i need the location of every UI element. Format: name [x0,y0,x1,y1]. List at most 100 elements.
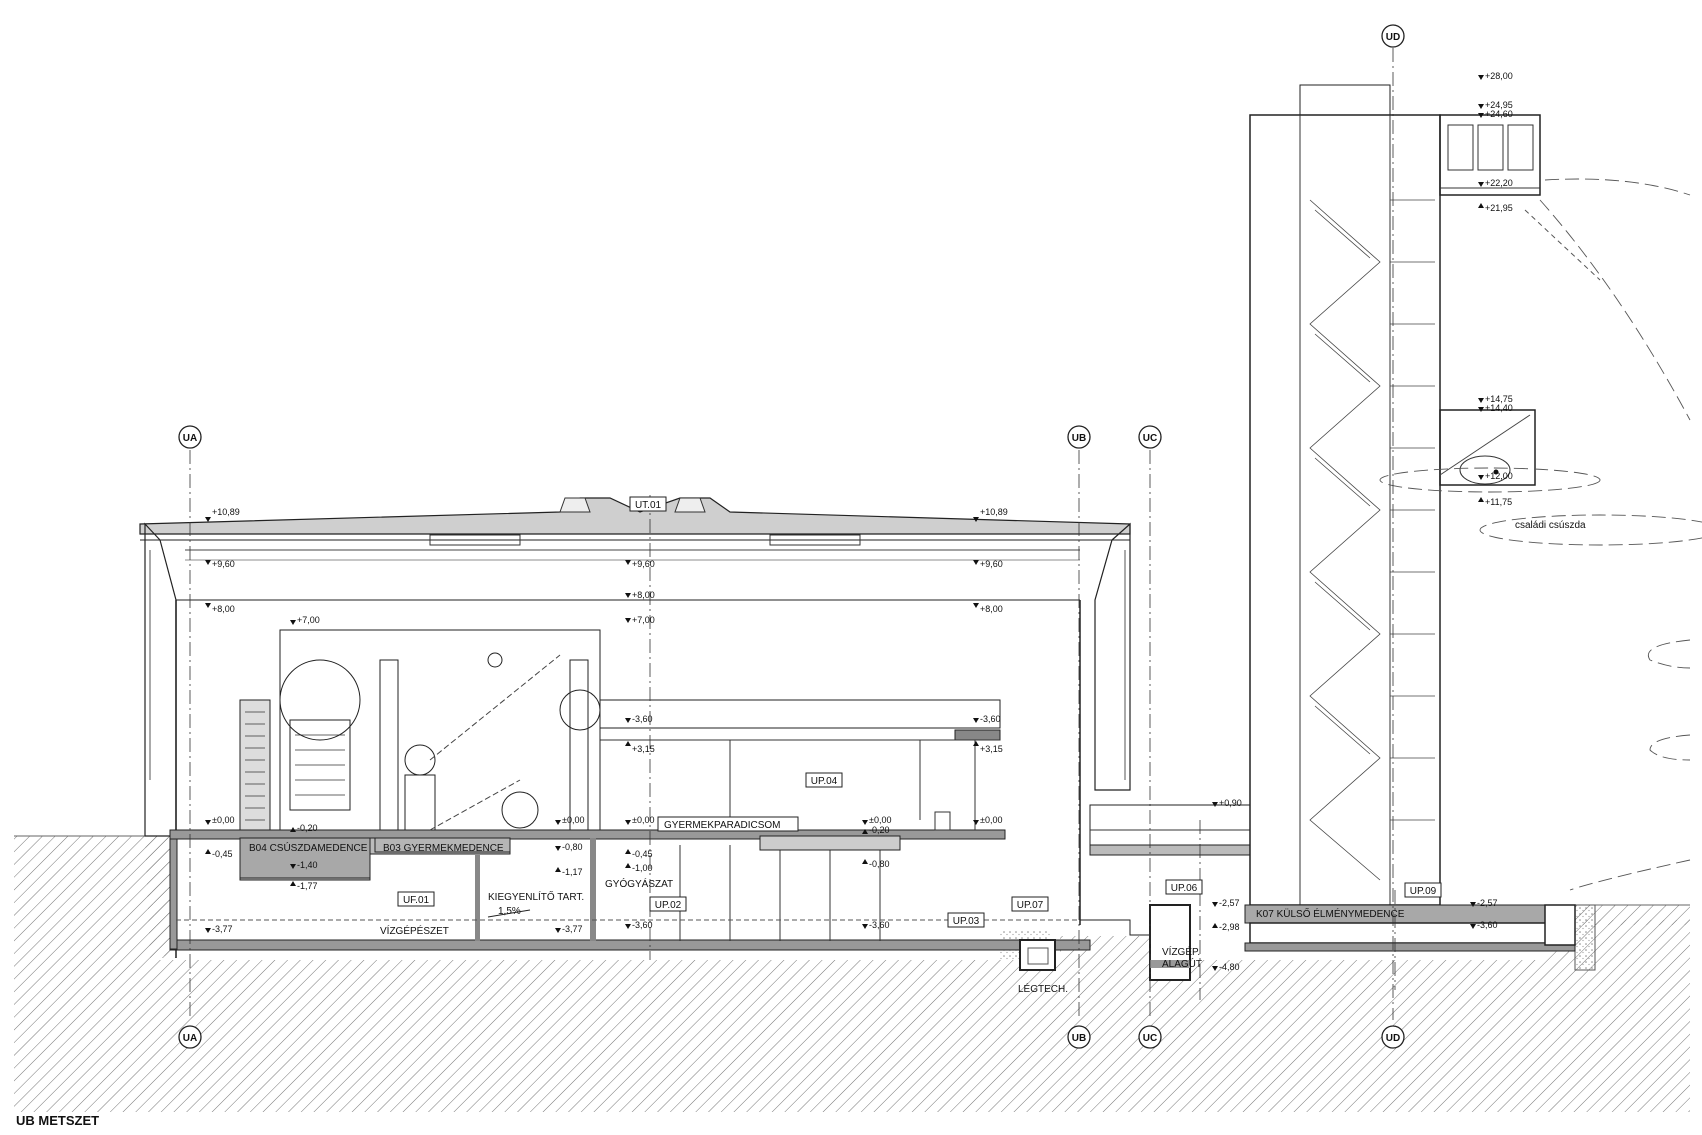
svg-text:UA: UA [183,1033,197,1044]
svg-text:+28,00: +28,00 [1485,71,1513,81]
elevation-mark: +12,00 [1478,471,1513,481]
elevation-mark: -3,60 [625,714,653,724]
svg-text:+7,00: +7,00 [297,615,320,625]
svg-text:-3,60: -3,60 [980,714,1001,724]
svg-text:UC: UC [1143,1033,1157,1044]
svg-text:UF.01: UF.01 [403,895,430,906]
tag-up06: UP.06 [1165,879,1203,895]
drawing-title: UB METSZET [16,1113,99,1128]
elevation-mark: +9,60 [973,559,1003,569]
tag-ut01: UT.01 [629,496,667,512]
svg-text:-3,60: -3,60 [632,920,653,930]
svg-text:+11,75: +11,75 [1485,497,1512,507]
svg-text:-2,57: -2,57 [1219,898,1240,908]
elevation-mark: -1,40 [290,860,318,870]
main-building [139,497,1131,958]
elevation-mark: +9,60 [625,559,655,569]
elevation-mark: +24,60 [1478,109,1513,119]
elevation-mark: +24,95 [1478,100,1513,110]
elevation-mark: ±0,00 [205,815,234,825]
elevation-mark: -1,00 [625,863,653,873]
label-b03: B03 GYERMEKMEDENCE [383,843,504,854]
svg-text:-1,00: -1,00 [632,863,653,873]
axis-uc-top: UC [1138,425,1162,449]
svg-text:-3,60: -3,60 [632,714,653,724]
svg-text:UP.09: UP.09 [1410,886,1437,897]
svg-text:-3,60: -3,60 [1477,920,1498,930]
elevation-mark: +28,00 [1478,71,1513,81]
label-kiegyenlito: KIEGYENLÍTŐ TART. [488,889,584,903]
room-labels: B04 CSÚSZDAMEDENCE B03 GYERMEKMEDENCE GY… [249,520,1586,995]
elevation-mark: +7,00 [625,615,655,625]
axis-ud-top: UD [1381,24,1405,48]
label-vizgepeszet: VÍZGÉPÉSZET [380,924,449,937]
svg-text:UP.02: UP.02 [655,900,682,911]
elevation-mark: +0,90 [1212,798,1242,808]
elevation-mark: -0,80 [555,842,583,852]
svg-text:+9,60: +9,60 [980,559,1003,569]
tag-up03: UP.03 [947,912,985,928]
elevation-mark: ±0,00 [555,815,584,825]
svg-text:UD: UD [1386,32,1400,43]
svg-text:+8,00: +8,00 [980,604,1003,614]
svg-text:+10,89: +10,89 [980,507,1008,517]
svg-text:±0,00: ±0,00 [980,815,1002,825]
svg-text:UB: UB [1072,433,1086,444]
elevation-mark: -0,45 [205,849,233,859]
outdoor-pool [1244,904,1576,952]
axis-lines [189,48,1396,1020]
elevation-mark: -0,20 [862,825,890,835]
svg-text:UA: UA [183,433,197,444]
svg-text:-0,20: -0,20 [297,823,318,833]
svg-text:UD: UD [1386,1033,1400,1044]
svg-text:-1,40: -1,40 [297,860,318,870]
svg-text:±0,00: ±0,00 [869,815,891,825]
svg-text:-1,77: -1,77 [297,881,318,891]
svg-text:UC: UC [1143,433,1157,444]
svg-text:-0,80: -0,80 [562,842,583,852]
elevation-mark: +8,00 [625,590,655,600]
svg-text:UP.07: UP.07 [1017,900,1044,911]
svg-text:+22,20: +22,20 [1485,178,1513,188]
svg-text:+8,00: +8,00 [632,590,655,600]
svg-text:-1,17: -1,17 [562,867,583,877]
axis-ub-bottom: UB [1067,1025,1091,1049]
svg-text:+14,40: +14,40 [1485,403,1513,413]
svg-text:+3,15: +3,15 [632,744,655,754]
svg-text:+14,75: +14,75 [1485,394,1513,404]
svg-text:±0,00: ±0,00 [632,815,654,825]
label-b04: B04 CSÚSZDAMEDENCE [249,841,368,854]
label-gyogyaszat: GYÓGYÁSZAT [605,877,673,890]
elevation-mark: -1,77 [290,881,318,891]
elevation-mark: -3,77 [555,924,583,934]
svg-text:+9,60: +9,60 [212,559,235,569]
elevation-mark: +3,15 [625,741,655,754]
axis-ub-top: UB [1067,425,1091,449]
svg-text:+0,90: +0,90 [1219,798,1242,808]
svg-text:+21,95: +21,95 [1485,203,1513,213]
svg-text:-3,77: -3,77 [212,924,233,934]
elevation-mark: -0,45 [625,849,653,859]
tag-up02: UP.02 [649,896,687,912]
elevation-mark: +8,00 [973,603,1003,614]
elevation-mark: -2,57 [1470,898,1498,908]
elevation-mark: +11,75 [1478,497,1512,507]
svg-text:UP.04: UP.04 [811,776,838,787]
svg-text:UP.03: UP.03 [953,916,980,927]
slide-tower [1249,84,1702,906]
label-legtech: LÉGTECH. [1018,982,1068,995]
elevation-mark: +14,40 [1478,403,1513,413]
svg-text:±0,00: ±0,00 [562,815,584,825]
tag-up07: UP.07 [1011,896,1049,912]
elevation-mark: -2,57 [1212,898,1240,908]
label-vizgep-2: ALAGÚT [1162,957,1202,970]
axis-ua-bottom: UA [178,1025,202,1049]
elevation-mark: -3,60 [973,714,1001,724]
svg-text:-2,57: -2,57 [1477,898,1498,908]
elevation-marks: +10,89 +10,89 +9,60 +9,60 +9,60 +8,00 +8… [205,71,1513,972]
svg-text:-2,98: -2,98 [1219,922,1240,932]
tag-up09: UP.09 [1404,882,1442,898]
svg-text:UT.01: UT.01 [635,500,662,511]
svg-text:+12,00: +12,00 [1485,471,1513,481]
label-k07: K07 KÜLSŐ ÉLMÉNYMEDENCE [1256,906,1405,920]
